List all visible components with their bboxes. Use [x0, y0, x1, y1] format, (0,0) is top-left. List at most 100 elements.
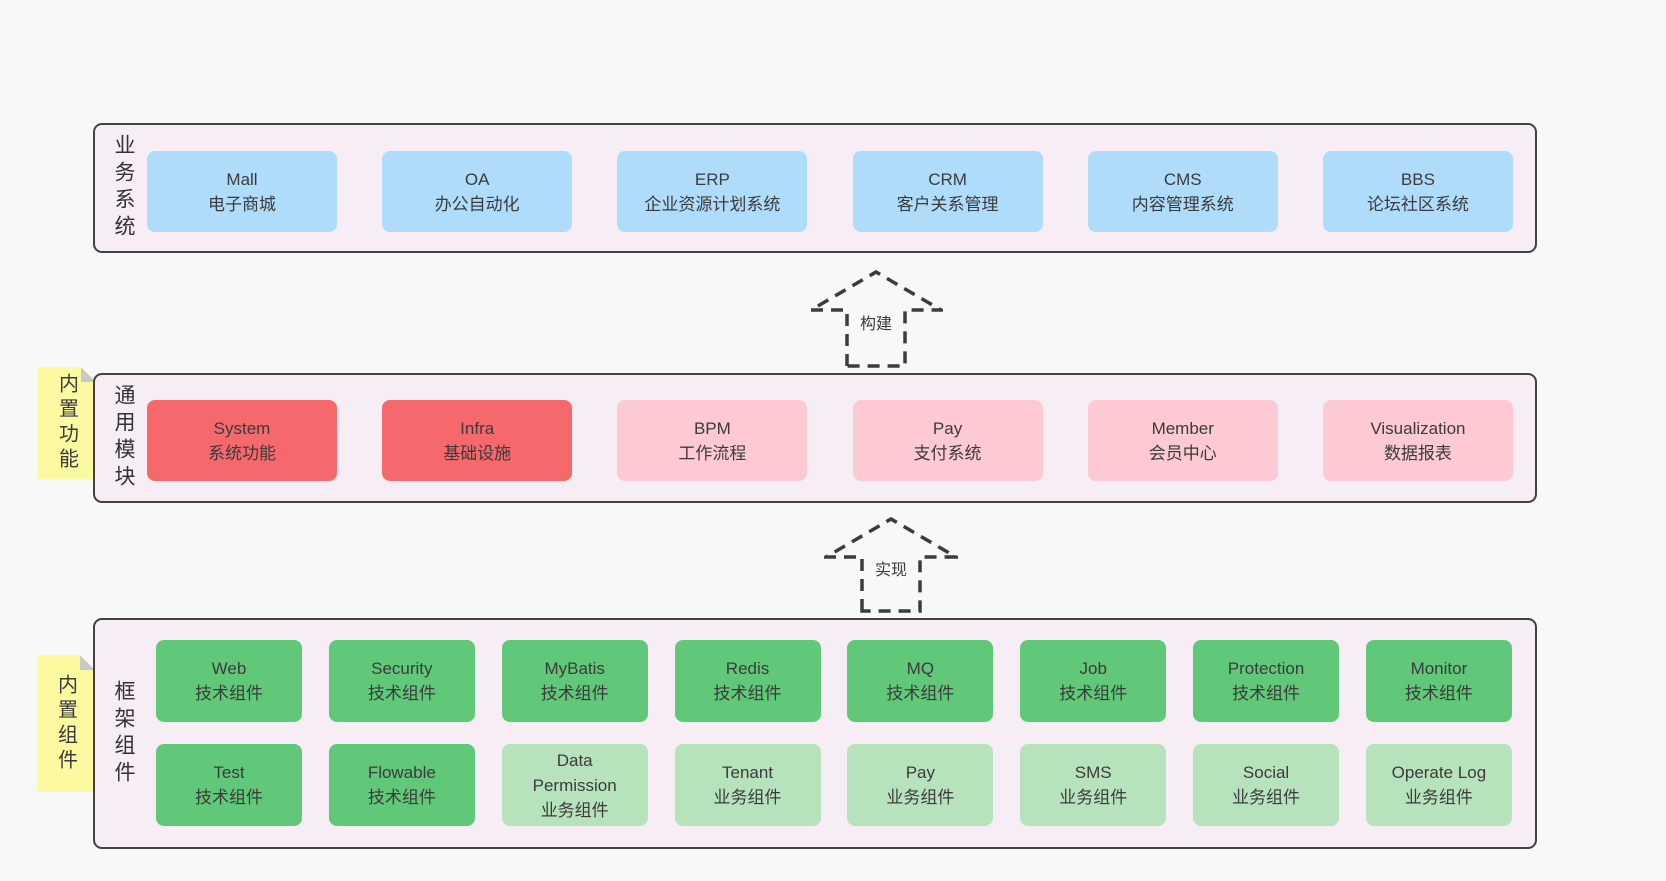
box-subtitle: 内容管理系统 [1131, 194, 1234, 214]
business-box-row: Mall 电子商城 OA 办公自动化 ERP 企业资源计划系统 CRM 客户关系… [147, 151, 1513, 232]
box-data-permission: Data Permission 业务组件 [501, 744, 648, 826]
box-title: Visualization [1370, 418, 1466, 438]
note-text: 内置组件 [54, 673, 77, 774]
box-subtitle: 论坛社区系统 [1366, 194, 1469, 214]
layer-framework-label: 框架组件 [112, 679, 135, 788]
box-member: Member 会员中心 [1087, 400, 1278, 481]
box-subtitle: 办公自动化 [434, 194, 520, 214]
box-mybatis: MyBatis 技术组件 [501, 640, 648, 722]
box-security: Security 技术组件 [328, 640, 475, 722]
box-erp: ERP 企业资源计划系统 [617, 151, 808, 232]
box-title: Member [1151, 418, 1214, 438]
box-cms: CMS 内容管理系统 [1087, 151, 1278, 232]
box-subtitle: 技术组件 [195, 684, 263, 703]
box-redis: Redis 技术组件 [674, 640, 821, 722]
box-bpm: BPM 工作流程 [617, 400, 808, 481]
box-title: Protection [1227, 659, 1305, 678]
box-title: Mall [226, 169, 258, 189]
box-title: Security [371, 659, 433, 678]
box-subtitle: 技术组件 [713, 684, 782, 703]
box-title: Operate Log [1391, 763, 1487, 782]
box-subtitle: 业务组件 [1404, 788, 1473, 807]
box-title: Test [213, 763, 245, 782]
box-protection: Protection 技术组件 [1193, 640, 1340, 722]
box-visualization: Visualization 数据报表 [1322, 400, 1513, 481]
build-arrow-label: 构建 [809, 310, 943, 334]
box-subtitle: 业务组件 [713, 788, 782, 807]
box-title: System [213, 418, 271, 438]
box-title: Social [1242, 763, 1290, 782]
box-title: BPM [693, 418, 731, 438]
box-subtitle: 技术组件 [367, 788, 436, 807]
box-title: Monitor [1410, 659, 1468, 678]
box-title: Pay [905, 763, 936, 782]
sticky-note-built-in-components: 内置组件 [37, 655, 95, 792]
sticky-note-built-in-features: 内置功能 [38, 367, 96, 479]
box-title: CMS [1163, 169, 1202, 189]
layer-business-label: 业务系统 [112, 134, 135, 242]
box-sms: SMS 业务组件 [1020, 744, 1167, 826]
box-title: Infra [460, 418, 495, 438]
framework-tech-box-row: Web 技术组件 Security 技术组件 MyBatis 技术组件 Redi… [156, 640, 1512, 722]
box-title: CRM [928, 169, 967, 189]
box-title: Data Permission [532, 750, 617, 795]
box-subtitle: 工作流程 [678, 443, 747, 463]
box-subtitle: 会员中心 [1148, 443, 1217, 463]
box-subtitle: 企业资源计划系统 [644, 194, 781, 214]
note-text: 内置功能 [55, 373, 78, 473]
box-title: Flowable [367, 763, 436, 782]
box-subtitle: 业务组件 [1059, 788, 1128, 807]
implement-arrow-label: 实现 [824, 556, 958, 580]
box-crm: CRM 客户关系管理 [852, 151, 1043, 232]
box-subtitle: 业务组件 [886, 788, 955, 807]
box-subtitle: 技术组件 [367, 684, 436, 703]
box-test: Test 技术组件 [156, 744, 302, 826]
box-social: Social 业务组件 [1193, 744, 1340, 826]
box-subtitle: 业务组件 [540, 800, 609, 820]
framework-biz-box-row: Test 技术组件 Flowable 技术组件 Data Permission … [156, 744, 1512, 826]
box-pay-biz: Pay 业务组件 [847, 744, 994, 826]
box-subtitle: 数据报表 [1383, 443, 1452, 463]
box-mall: Mall 电子商城 [147, 151, 337, 232]
layer-common-modules: 通用模块 System 系统功能 Infra 基础设施 BPM 工作流程 Pay… [93, 373, 1537, 503]
box-title: Pay [932, 418, 963, 438]
layer-framework-components: 框架组件 Web 技术组件 Security 技术组件 MyBatis 技术组件… [93, 618, 1537, 849]
box-title: SMS [1074, 763, 1112, 782]
box-subtitle: 客户关系管理 [896, 194, 999, 214]
box-subtitle: 技术组件 [540, 684, 609, 703]
box-subtitle: 技术组件 [1404, 684, 1473, 703]
box-subtitle: 系统功能 [208, 443, 276, 463]
box-operate-log: Operate Log 业务组件 [1365, 744, 1512, 826]
box-title: BBS [1400, 169, 1435, 189]
box-job: Job 技术组件 [1020, 640, 1167, 722]
layer-modules-label: 通用模块 [112, 384, 135, 492]
box-subtitle: 技术组件 [886, 684, 955, 703]
box-tenant: Tenant 业务组件 [674, 744, 821, 826]
box-title: OA [464, 169, 490, 189]
box-title: ERP [694, 169, 730, 189]
box-title: Redis [725, 659, 770, 678]
box-subtitle: 电子商城 [208, 194, 276, 214]
box-title: Web [211, 659, 247, 678]
box-subtitle: 技术组件 [1059, 684, 1128, 703]
box-monitor: Monitor 技术组件 [1365, 640, 1512, 722]
box-pay: Pay 支付系统 [852, 400, 1043, 481]
layer-business-systems: 业务系统 Mall 电子商城 OA 办公自动化 ERP 企业资源计划系统 CRM… [93, 123, 1537, 253]
box-subtitle: 技术组件 [1232, 684, 1301, 703]
box-flowable: Flowable 技术组件 [328, 744, 475, 826]
box-subtitle: 业务组件 [1232, 788, 1301, 807]
box-web: Web 技术组件 [156, 640, 302, 722]
box-bbs: BBS 论坛社区系统 [1322, 151, 1513, 232]
box-subtitle: 支付系统 [913, 443, 982, 463]
box-oa: OA 办公自动化 [382, 151, 573, 232]
box-subtitle: 基础设施 [443, 443, 512, 463]
box-system: System 系统功能 [147, 400, 337, 481]
box-title: Job [1079, 659, 1107, 678]
box-subtitle: 技术组件 [195, 788, 263, 807]
box-title: MyBatis [544, 659, 605, 678]
box-mq: MQ 技术组件 [847, 640, 994, 722]
box-infra: Infra 基础设施 [382, 400, 573, 481]
box-title: MQ [906, 659, 935, 678]
modules-box-row: System 系统功能 Infra 基础设施 BPM 工作流程 Pay 支付系统… [147, 400, 1513, 481]
box-title: Tenant [722, 763, 774, 782]
